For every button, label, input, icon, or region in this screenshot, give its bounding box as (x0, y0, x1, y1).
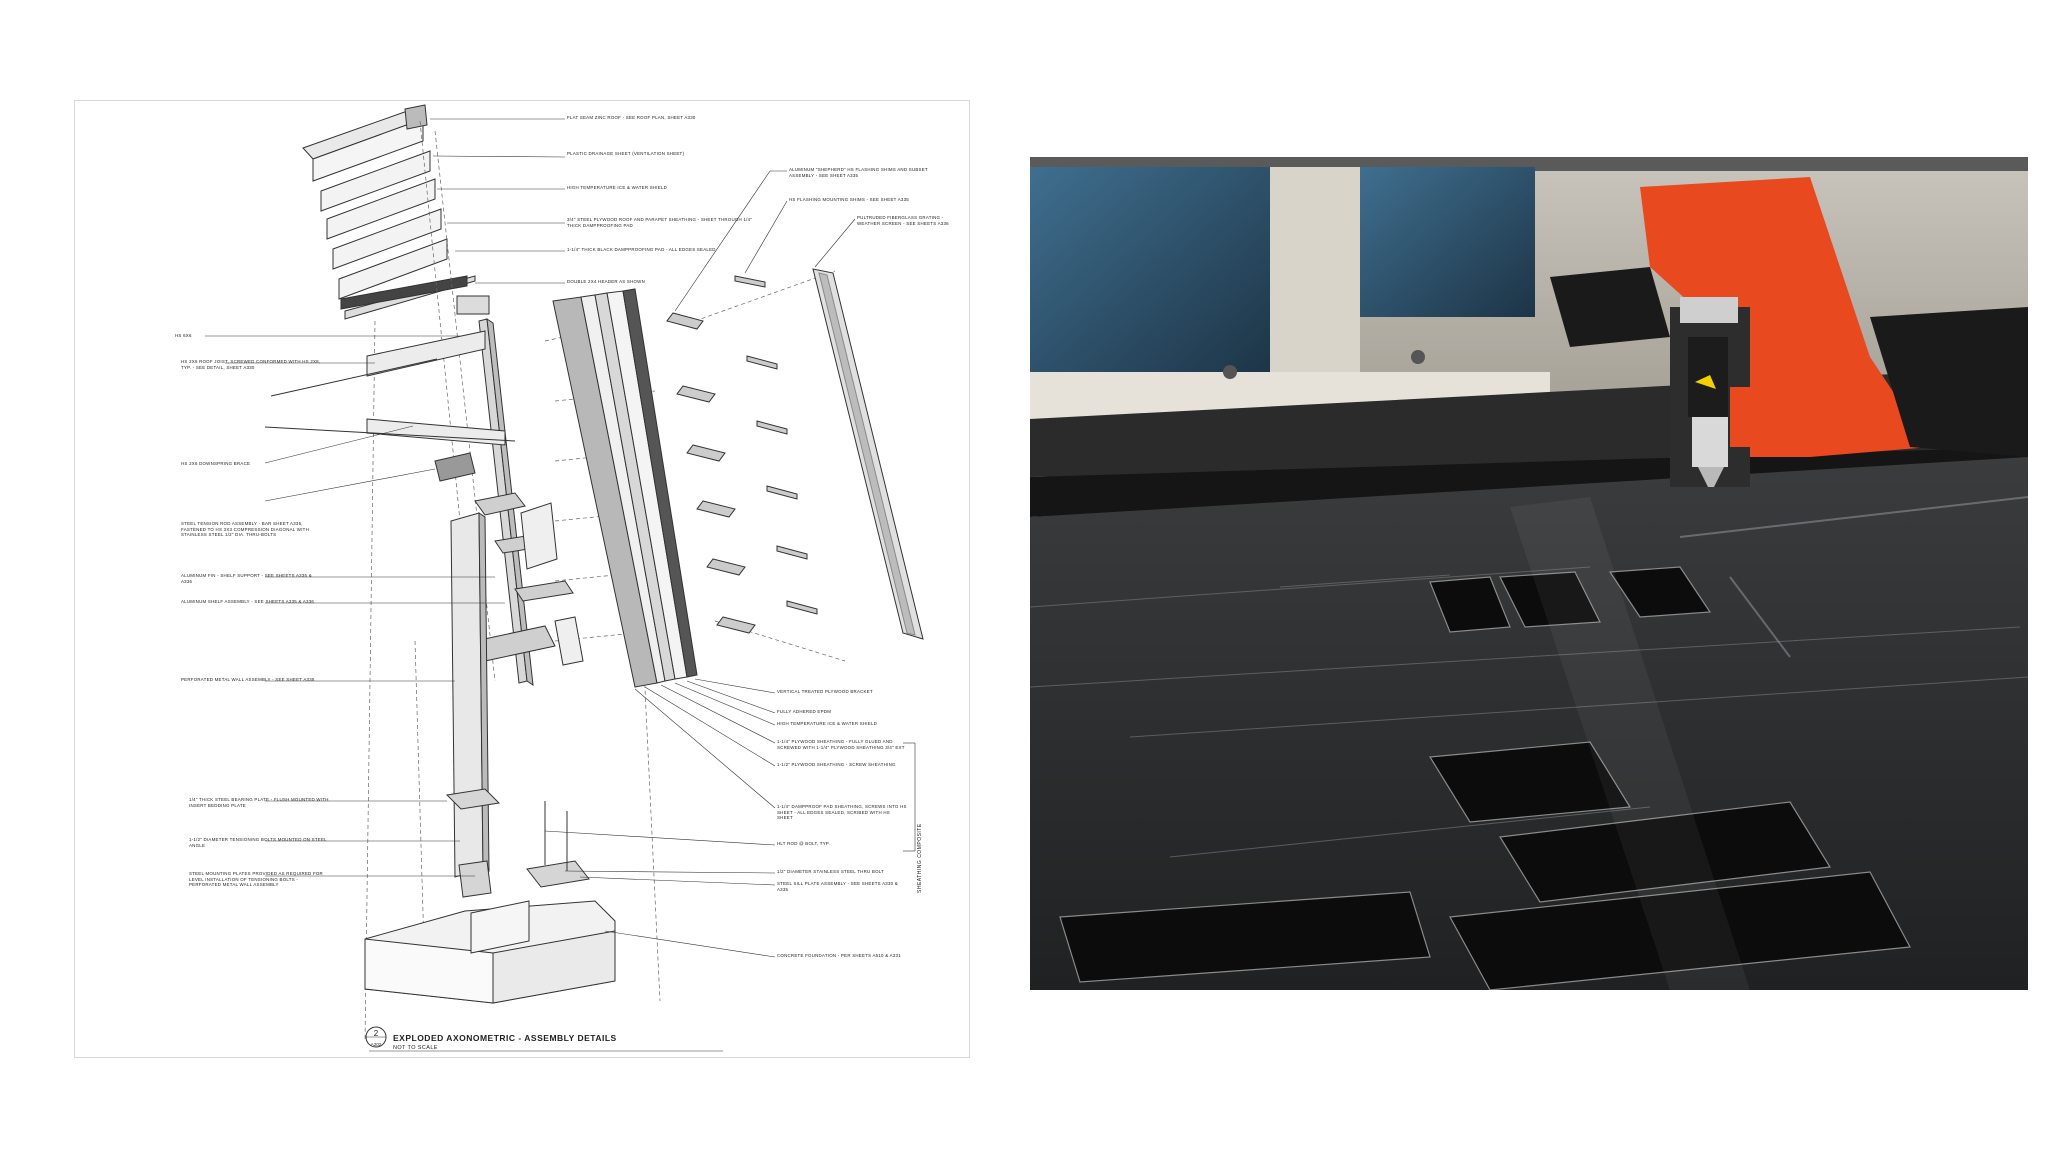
callout-right-11: Fully Adhered EPDM (777, 709, 832, 714)
callout-left-7: Perforated Metal Wall Assembly - See She… (181, 677, 315, 682)
callout-left-3: HS 2x6 Downspring Brace (181, 461, 251, 466)
callout-right-4: 3/4" Steel Plywood Roof and Parapet Shea… (567, 217, 753, 228)
callout-right-15: 1-1/4" Dampproof Pad Sheathing, Screws i… (777, 804, 907, 821)
bellows (1550, 267, 2028, 457)
callout-right-2: Plastic Drainage Sheet (Ventilation Shee… (567, 151, 685, 156)
callout-right-6: Double 2x4 Header as Shown (567, 279, 645, 284)
cutout-openings (1059, 566, 1911, 990)
concrete-foundation (364, 900, 616, 1004)
window-left-icon (1030, 167, 1270, 377)
sheathing-composite-label: Sheathing Composite (917, 823, 923, 893)
detail-sheet-ref: A202 (370, 1042, 382, 1047)
base-plates (445, 788, 590, 898)
callout-right-7: Aluminum "Shepherd" HS Flashing Shims an… (789, 167, 928, 178)
callout-right-16: HLT Rod @ Bolt, Typ. (777, 841, 830, 846)
callout-left-2: HS 2x6 Roof Joist, Screwed Conformed wit… (181, 359, 321, 370)
callout-right-5: 1-1/4" Thick Black Dampproofing Pad - Al… (567, 247, 716, 252)
laser-cutting-machine-photo (1030, 157, 2028, 990)
callout-left-6: Aluminum Shelf Assembly - See Sheets A33… (181, 599, 315, 604)
laser-cutter-illustration (1030, 157, 2028, 990)
callout-left-4: Steel Tension Rod Assembly - Bar Sheet A… (181, 521, 310, 538)
callout-right-14: 1-1/2" Plywood Sheathing - Screw Sheathi… (777, 762, 896, 767)
callout-right-13: 1-1/4" Plywood Sheathing - Fully Glued a… (777, 739, 905, 750)
callout-left-5: Aluminum Fin - Shelf Support - See Sheet… (181, 573, 312, 584)
callout-right-1: Flat Seam Zinc Roof - See Roof Plan, She… (567, 115, 696, 120)
roof-joists (264, 330, 584, 666)
callout-left-9: 1-1/2" Diameter Tensioning Bolts Mounted… (189, 837, 327, 848)
callout-right-19: Concrete Foundation - Per Sheets A510 & … (777, 953, 901, 958)
callout-right-10: Vertical Treated Plywood Bracket (777, 689, 873, 694)
perforated-metal-wall (450, 512, 490, 878)
callout-left-1: HS 6x6 (175, 333, 192, 338)
callout-right-8: HS Flashing Mounting Shims - See Sheet A… (789, 197, 909, 202)
callout-right-18: Steel Sill Plate Assembly - See Sheets A… (777, 881, 898, 892)
roof-parapet-assembly (302, 104, 476, 320)
drawing-scale: Not to Scale (393, 1045, 438, 1051)
sheathing-composite (552, 288, 698, 688)
fiberglass-grating-screen (812, 268, 924, 640)
callout-left-8: 1/4" Thick Steel Bearing Plate - Flush M… (189, 797, 329, 808)
exploded-axonometric-drawing (205, 104, 924, 1052)
detail-number: 2 (373, 1029, 379, 1038)
axonometric-drawing-sheet: Flat Seam Zinc Roof - See Roof Plan, She… (74, 100, 970, 1058)
callout-right-3: High Temperature Ice & Water Shield (567, 185, 668, 190)
flashing-shims (666, 275, 818, 634)
window-center-icon (1360, 167, 1535, 317)
drawing-title: Exploded Axonometric - Assembly Details (393, 1033, 617, 1043)
callout-right-9: Pultruded Fiberglass Grating - Weather S… (857, 215, 949, 226)
callout-right-12: High Temperature Ice & Water Shield (777, 721, 878, 726)
slat-rows (1030, 447, 2028, 517)
laser-head (1640, 177, 1930, 487)
callout-left-10: Steel Mounting Plates Provided as Requir… (189, 871, 323, 888)
callout-right-17: 1/2" Diameter Stainless Steel Thru Bolt (777, 869, 885, 874)
